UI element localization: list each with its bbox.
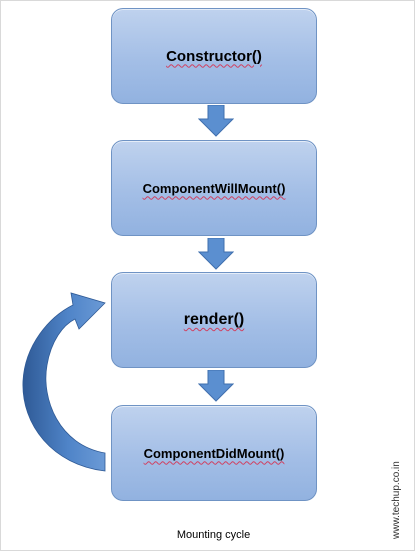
down-arrow-3 xyxy=(198,370,234,402)
loop-back-arrow xyxy=(22,292,106,472)
diagram-caption: Mounting cycle xyxy=(176,529,251,541)
node-label-componentdidmount: ComponentDidMount() xyxy=(143,445,285,461)
node-label-render: render() xyxy=(183,311,245,328)
node-componentwillmount: ComponentWillMount() xyxy=(111,140,317,236)
node-componentdidmount: ComponentDidMount() xyxy=(111,405,317,501)
watermark: www.techup.co.in xyxy=(391,449,407,539)
watermark-text: www.techup.co.in xyxy=(391,461,402,539)
node-constructor: Constructor() xyxy=(111,8,317,104)
down-arrow-2 xyxy=(198,238,234,270)
down-arrow-1 xyxy=(198,105,234,137)
node-render: render() xyxy=(111,272,317,368)
node-label-constructor: Constructor() xyxy=(166,47,262,65)
node-label-componentwillmount: ComponentWillMount() xyxy=(142,180,286,196)
